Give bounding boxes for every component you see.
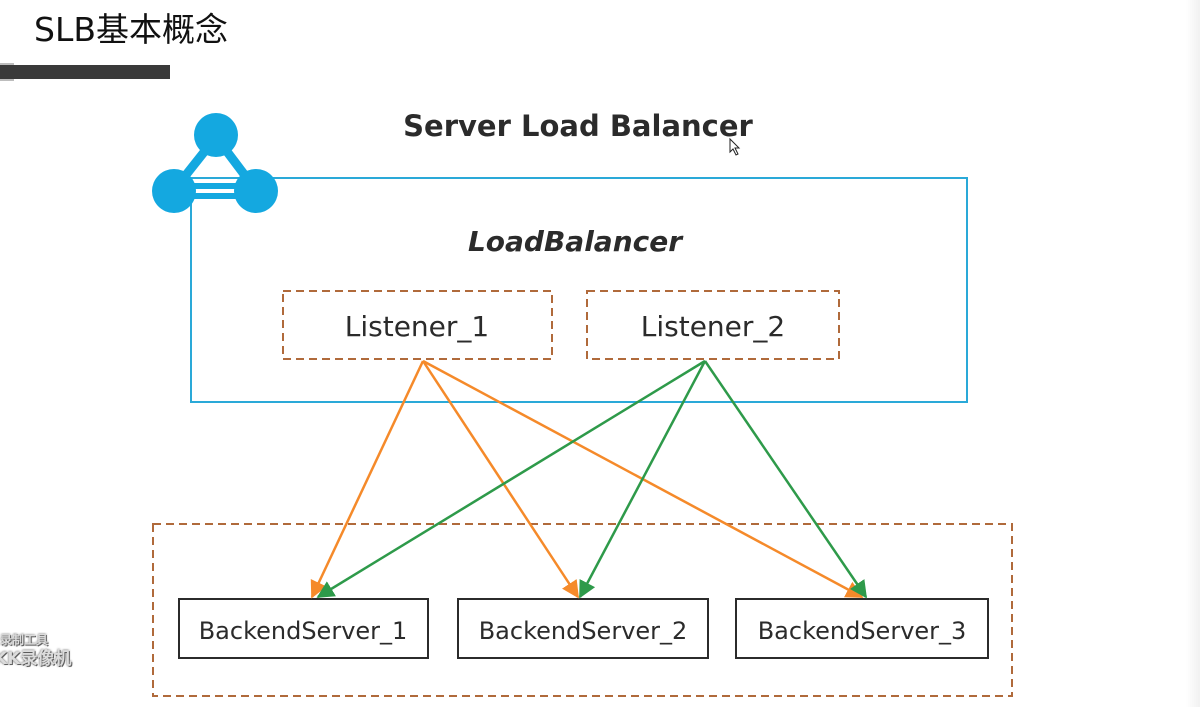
listener-2-box [586,290,840,360]
arrow-listener1-to-server1 [310,360,425,599]
slide-title: SLB基本概念 [34,10,228,49]
listener-1-box [282,290,553,360]
arrow-listener1-to-server2 [421,360,580,599]
slide-edge-shadow [1186,0,1200,707]
mouse-cursor-icon [729,137,741,156]
listener-2-label: Listener_2 [641,310,785,343]
watermark-line-2: KK录像机 [0,649,72,669]
watermark-line-1: 录制工具 [0,633,49,647]
arrow-listener2-to-server3 [703,360,868,599]
backend-group-box [152,523,1013,697]
backend-server-1-label: BackendServer_1 [199,617,408,645]
network-nodes-icon [152,113,278,213]
recorder-watermark: 录制工具 KK录像机 [0,632,80,670]
backend-server-2-box [457,598,709,659]
title-underline-bar [0,65,170,79]
arrow-listener2-to-server2 [578,360,707,599]
backend-server-2-label: BackendServer_2 [479,617,688,645]
listener-1-label: Listener_1 [345,310,489,343]
backend-server-1-box [178,598,429,659]
arrow-listener2-to-server1 [316,359,706,599]
load-balancer-label: LoadBalancer [468,225,684,258]
load-balancer-box [190,177,968,403]
backend-server-3-label: BackendServer_3 [758,617,967,645]
diagram-heading: Server Load Balancer [403,109,753,143]
backend-server-3-box [735,598,989,659]
